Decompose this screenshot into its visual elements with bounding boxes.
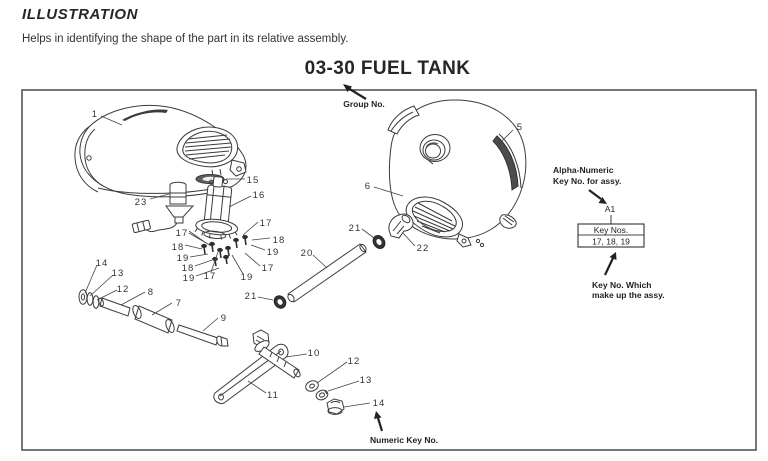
pipe-ring-lower — [273, 295, 287, 309]
assy-key-label: A1 — [605, 204, 616, 214]
callout-label: 17 — [204, 271, 217, 282]
callout-label: 19 — [241, 272, 254, 283]
alpha-numeric-arrow — [598, 197, 607, 204]
screw-cluster — [201, 234, 248, 267]
callout-label: 18 — [182, 263, 195, 274]
flat-washer — [305, 380, 319, 392]
leader-lines — [84, 115, 514, 408]
fuel-pump-assembly — [194, 176, 239, 240]
callout-label: 9 — [221, 313, 227, 324]
fuel-pipe — [287, 243, 367, 303]
page-title: ILLUSTRATION — [22, 6, 139, 23]
key-which-label-1: Key No. Which — [592, 280, 652, 290]
callout-label: 1 — [92, 109, 98, 120]
callout-label: 13 — [112, 268, 125, 279]
key-which-annotation: Key No. Which make up the assy. — [592, 252, 665, 300]
mounting-bolt — [252, 329, 301, 379]
callout-label: 17 — [262, 263, 275, 274]
callout-label: 5 — [517, 122, 523, 133]
alpha-numeric-label-2: Key No. for assy. — [553, 176, 621, 186]
pipe-ring-upper — [372, 235, 386, 249]
key-which-label-2: make up the assy. — [592, 290, 665, 300]
callout-label: 17 — [260, 218, 273, 229]
callout-label: 10 — [308, 348, 321, 359]
callout-label: 23 — [135, 197, 148, 208]
long-stud — [176, 324, 229, 347]
fuel-tank-front-view — [387, 99, 527, 248]
filler-cap-opening — [419, 134, 451, 165]
page-subtitle: Helps in identifying the shape of the pa… — [22, 33, 349, 45]
elbow-connector — [388, 213, 414, 239]
spacer-tube-large — [132, 305, 175, 334]
callout-label: 6 — [365, 181, 371, 192]
callout-label: 14 — [96, 258, 109, 269]
callout-label: 11 — [267, 390, 279, 401]
callout-label: 16 — [253, 190, 266, 201]
callout-label: 21 — [245, 291, 258, 302]
callout-label: 12 — [348, 356, 361, 367]
group-no-label: Group No. — [343, 99, 385, 109]
callout-label: 19 — [177, 253, 190, 264]
key-which-arrow — [609, 252, 617, 260]
callout-label: 18 — [172, 242, 185, 253]
callout-label: 15 — [247, 175, 260, 186]
callout-label: 8 — [148, 287, 154, 298]
callout-label: 14 — [373, 398, 386, 409]
fuel-tap — [131, 181, 195, 233]
numeric-key-annotation: Numeric Key No. — [370, 411, 438, 445]
group-no-annotation: Group No. — [343, 84, 385, 109]
diagram-title: 03-30 FUEL TANK — [304, 58, 471, 79]
tunnel-flange — [387, 105, 420, 135]
alpha-numeric-annotation: Alpha-Numeric Key No. for assy. A1 — [553, 165, 621, 224]
callout-labels: 1 5 6 15 16 23 17 18 19 18 19 17 19 17 1… — [92, 109, 523, 409]
knee-pad-grille — [176, 126, 239, 168]
callout-label: 12 — [117, 284, 130, 295]
group-no-arrow — [343, 84, 352, 92]
callout-label: 21 — [349, 223, 362, 234]
numeric-key-arrow — [374, 411, 382, 419]
callout-label: 13 — [360, 375, 373, 386]
key-nos-box: Key Nos. 17, 18, 19 — [577, 223, 645, 248]
callout-label: 7 — [176, 298, 182, 309]
callout-label: 19 — [267, 247, 280, 258]
mounting-tab-right — [499, 214, 517, 229]
fuel-tank-side-view — [74, 104, 247, 198]
callout-label: 22 — [417, 243, 430, 254]
tank-top-slot — [122, 109, 168, 121]
hex-nut — [326, 398, 345, 415]
callout-label: 20 — [301, 248, 314, 259]
spacer-washer-stack — [78, 289, 100, 309]
lower-grille-pod — [405, 196, 463, 238]
tank-rear-latch — [229, 159, 247, 177]
side-trim-strip — [492, 133, 522, 191]
key-box-title: Key Nos. — [594, 225, 629, 235]
key-box-values: 17, 18, 19 — [592, 237, 630, 247]
alpha-numeric-label-1: Alpha-Numeric — [553, 165, 614, 175]
callout-label: 18 — [273, 235, 286, 246]
spacer-tube-short — [98, 297, 131, 317]
illustration-box — [21, 89, 757, 451]
callout-label: 17 — [176, 228, 189, 239]
mounting-tab-bottom — [456, 233, 485, 248]
spring-washer — [315, 389, 329, 401]
callout-label: 19 — [183, 273, 196, 284]
numeric-key-label: Numeric Key No. — [370, 435, 438, 445]
